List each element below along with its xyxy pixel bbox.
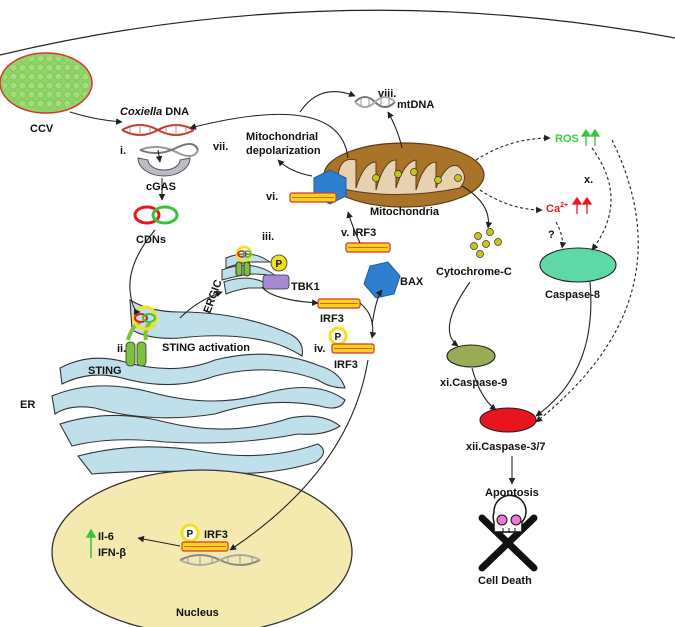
- irf3-iv-phospho-label: P: [335, 332, 342, 343]
- nucleus-label: Nucleus: [176, 607, 219, 619]
- cytochrome-c-label: Cytochrome-C: [436, 266, 512, 278]
- er-label: ER: [20, 399, 35, 411]
- ros-up-arrows-icon: [580, 128, 601, 146]
- irf3-iv-label: IRF3: [334, 359, 358, 371]
- caspase8-label: Caspase-8: [545, 289, 600, 301]
- ergic-icon: [221, 245, 277, 295]
- cgas-icon: [137, 143, 199, 177]
- skull-crossbones-icon: [478, 494, 538, 572]
- mito-depol-line2: depolarization: [246, 145, 321, 157]
- step-vii-label: vii.: [213, 141, 228, 153]
- tbk1-phospho-label: P: [276, 259, 283, 270]
- ros-label: ROS: [555, 133, 579, 145]
- green-up-arrow-icon: [85, 528, 97, 558]
- cgas-label: cGAS: [146, 181, 176, 193]
- nucleus-dna-icon: [179, 554, 261, 566]
- er-membrane: [51, 298, 346, 475]
- irf3-nucleus-phospho-label: P: [187, 529, 194, 540]
- irf3-bar-mid: [317, 298, 361, 309]
- mitochondria-icon: [323, 142, 485, 208]
- step-i-label: i.: [120, 145, 126, 157]
- bax-label: BAX: [400, 276, 424, 288]
- ccv-vacuole: [0, 52, 93, 114]
- sting-activation-label: STING activation: [162, 342, 250, 354]
- cdns-icon: [133, 205, 179, 225]
- irf3-bar-vi: [289, 192, 337, 203]
- step-vi-label: vi.: [266, 191, 278, 203]
- mtdna-label: mtDNA: [397, 99, 434, 111]
- irf3-nucleus-label: IRF3: [204, 529, 228, 541]
- apoptosis-label: Apoptosis: [485, 487, 539, 499]
- pathway-arrows: [69, 90, 639, 551]
- caspase9-icon: [446, 344, 496, 368]
- cell-death-label: Cell Death: [478, 575, 532, 587]
- irf3-mid-label: IRF3: [320, 313, 344, 325]
- calcium-label: Ca2+: [546, 202, 568, 215]
- caspase37-icon: [479, 407, 537, 433]
- bax-icon: [363, 261, 401, 299]
- mito-depol-line1: Mitochondrial: [246, 131, 318, 143]
- il6-label: Il-6: [98, 531, 114, 543]
- coxiella-dna-label: Coxiella DNA: [120, 106, 189, 118]
- sting-label: STING: [88, 365, 122, 377]
- cytochrome-c-icon: [470, 228, 502, 258]
- cdns-label: CDNs: [136, 234, 166, 246]
- mtdna-icon: [354, 96, 396, 108]
- calcium-up-arrows-icon: [571, 196, 593, 214]
- ccv-label: CCV: [30, 123, 54, 135]
- tbk1-icon: P: [262, 254, 290, 290]
- tbk1-label: TBK1: [291, 281, 320, 293]
- question-mark-label: ?: [548, 229, 555, 241]
- caspase37-label: xii.Caspase-3/7: [466, 441, 546, 453]
- irf3-bar-iv: P: [328, 326, 375, 354]
- step-x-label: x.: [584, 174, 593, 186]
- step-ii-label: ii.: [117, 343, 126, 355]
- step-v-label: v. IRF3: [341, 227, 376, 239]
- mitochondria-label: Mitochondria: [370, 206, 440, 218]
- cell-membrane: [0, 9, 675, 56]
- coxiella-dna-icon: [121, 124, 195, 136]
- sting-icon: [125, 305, 158, 367]
- step-iii-label: iii.: [262, 231, 274, 243]
- ergic-label: ERGIC: [202, 278, 225, 315]
- caspase9-label: xi.Caspase-9: [440, 377, 507, 389]
- caspase8-icon: [539, 247, 617, 283]
- irf3-bar-nucleus: P: [180, 523, 229, 552]
- irf3-bar-v: [345, 242, 391, 253]
- step-iv-label: iv.: [314, 343, 325, 355]
- ifnb-label: IFN-β: [98, 547, 126, 559]
